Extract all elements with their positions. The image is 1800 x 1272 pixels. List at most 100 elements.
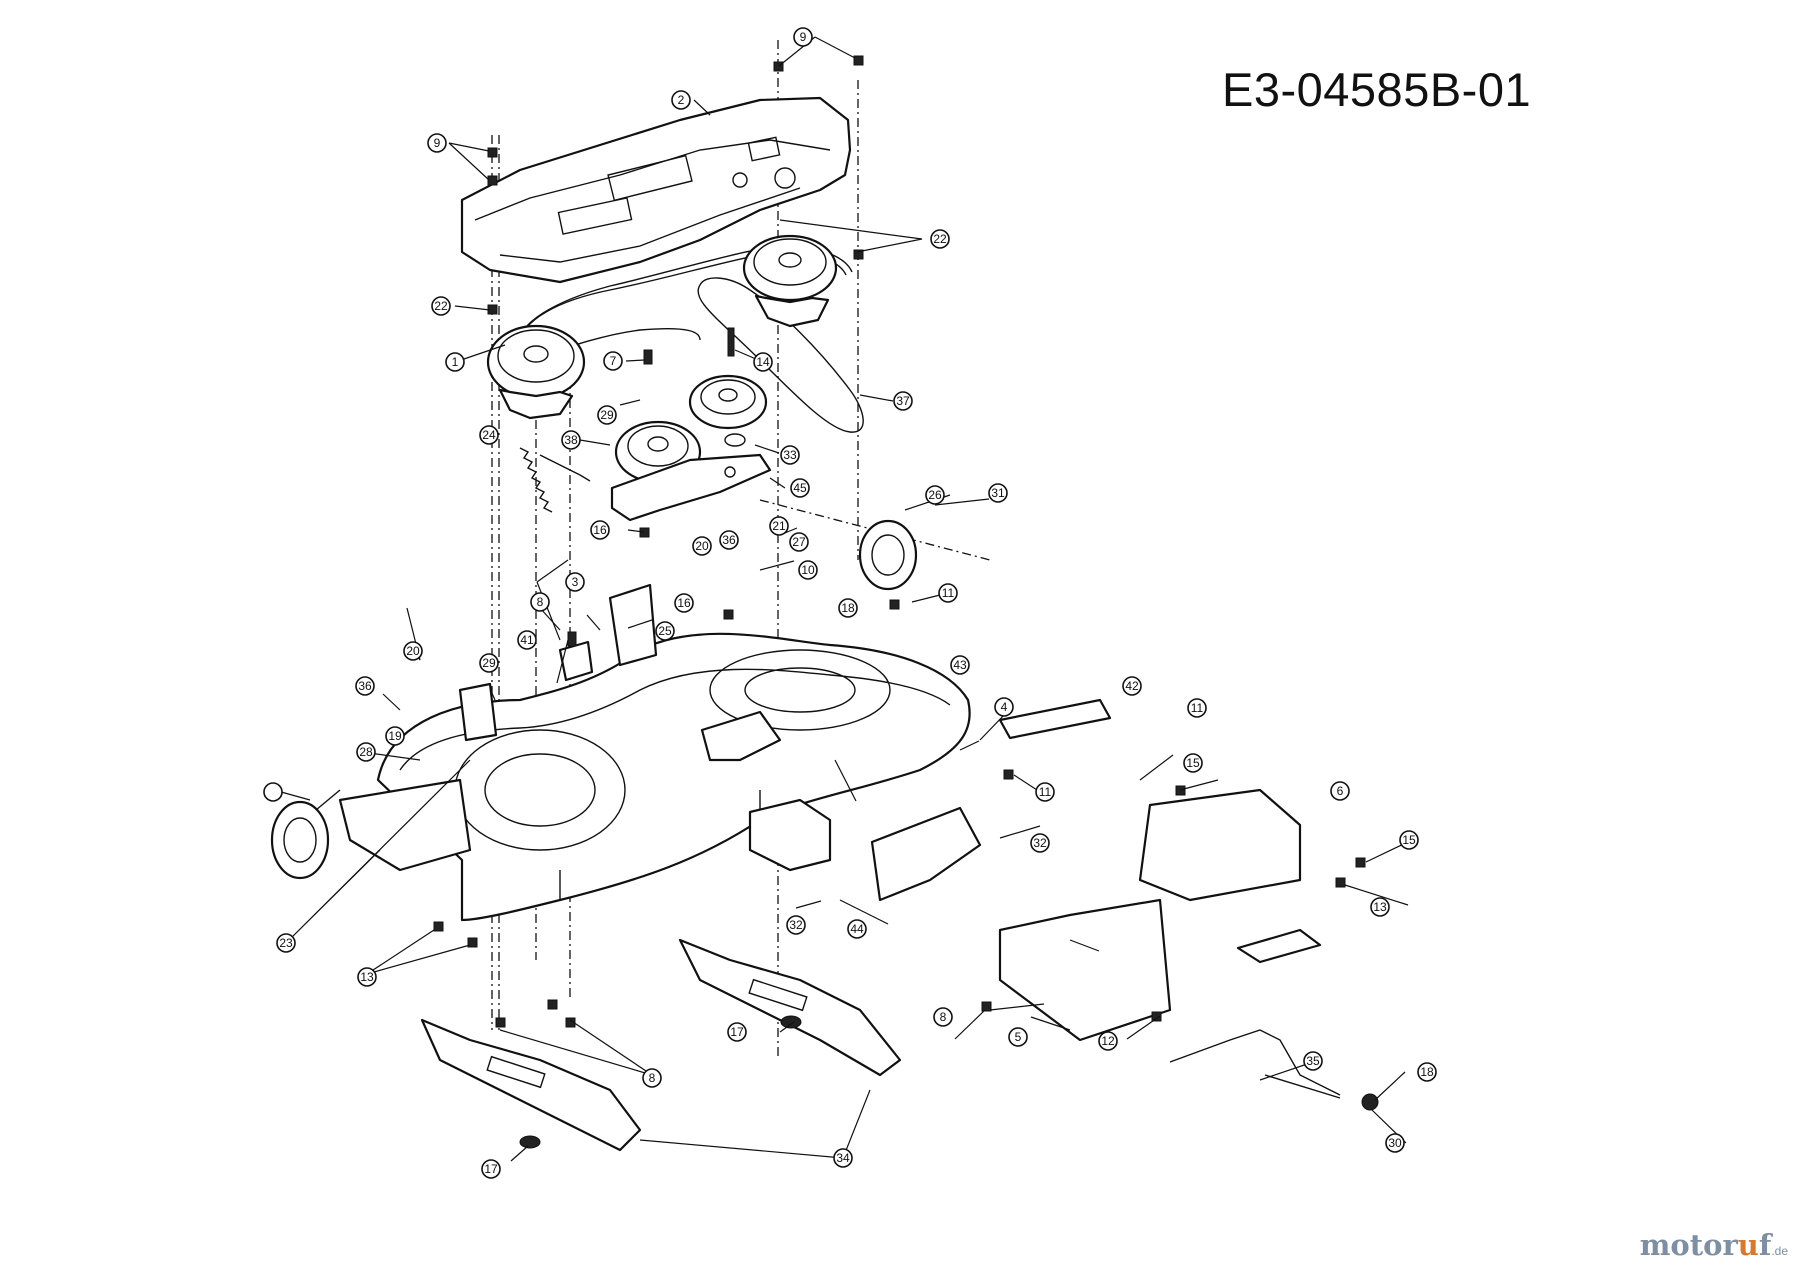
svg-text:8: 8: [537, 595, 544, 609]
svg-text:34: 34: [836, 1151, 850, 1165]
callout-15-top: 15: [1183, 753, 1203, 773]
callout-13-right: 13: [1370, 897, 1390, 917]
callout-28: 28: [356, 742, 376, 762]
callout-11-top: 11: [938, 583, 958, 603]
svg-text:11: 11: [1191, 701, 1204, 715]
callout-22-left: 22: [431, 296, 451, 316]
svg-text:15: 15: [1186, 756, 1200, 770]
callout-37: 37: [893, 391, 913, 411]
svg-text:16: 16: [677, 596, 691, 610]
right-spindle-pulley: [742, 234, 838, 328]
callout-9-left: 9: [427, 133, 447, 153]
callout-17-right: 17: [727, 1022, 747, 1042]
callout-45: [263, 782, 283, 802]
svg-text:27: 27: [792, 535, 806, 549]
callout-11-right: 11: [1187, 698, 1207, 718]
svg-text:4: 4: [1001, 700, 1008, 714]
svg-text:29: 29: [600, 408, 614, 422]
callout-27: 27: [789, 532, 809, 552]
callout-15-right: 15: [1399, 830, 1419, 850]
callout-6: 6: [1330, 781, 1350, 801]
callout-33: 33: [780, 445, 800, 465]
svg-text:33: 33: [783, 448, 797, 462]
deck-brackets: [458, 583, 1322, 1042]
svg-text:43: 43: [953, 658, 967, 672]
hardware-bolts-nuts: [433, 55, 1379, 1149]
gauge-wheels: [270, 519, 918, 880]
svg-text:8: 8: [940, 1010, 947, 1024]
svg-text:44: 44: [850, 922, 864, 936]
callout-16-center: 16: [674, 593, 694, 613]
callout-24: 24: [479, 425, 499, 445]
deck-housing: [338, 632, 971, 922]
callout-16-top: 16: [590, 520, 610, 540]
callout-22-right: 22: [930, 229, 950, 249]
svg-text:11: 11: [1039, 785, 1052, 799]
svg-text:17: 17: [730, 1025, 744, 1039]
svg-text:3: 3: [572, 575, 579, 589]
callout-8-right: 8: [933, 1007, 953, 1027]
tension-spring: [519, 447, 591, 513]
callout-32-left: 32: [786, 915, 806, 935]
svg-text:42: 42: [1125, 679, 1139, 693]
callout-34: 34: [833, 1148, 853, 1168]
svg-text:15: 15: [1402, 833, 1416, 847]
svg-text:5: 5: [1015, 1030, 1022, 1044]
callout-26-top: 26: [925, 485, 945, 505]
callout-20-left: 20: [403, 641, 423, 661]
svg-text:22: 22: [434, 299, 448, 313]
svg-text:36: 36: [358, 679, 372, 693]
callout-20-top: 20: [692, 536, 712, 556]
svg-text:41: 41: [520, 633, 534, 647]
callout-31: 31: [988, 483, 1008, 503]
callout-21: 21: [769, 516, 789, 536]
svg-text:36: 36: [722, 533, 736, 547]
callout-32-right: 32: [1030, 833, 1050, 853]
callout-29-left: 29: [479, 653, 499, 673]
callout-2: 2: [671, 90, 691, 110]
svg-text:29: 29: [482, 656, 496, 670]
svg-text:25: 25: [658, 624, 672, 638]
svg-text:32: 32: [1033, 836, 1047, 850]
callout-23: 23: [276, 933, 296, 953]
svg-text:26: 26: [928, 488, 942, 502]
svg-text:14: 14: [756, 355, 770, 369]
callout-18-center: 18: [838, 598, 858, 618]
svg-text:22: 22: [933, 232, 947, 246]
svg-text:35: 35: [1306, 1054, 1320, 1068]
svg-text:18: 18: [1420, 1065, 1434, 1079]
svg-text:21: 21: [772, 519, 786, 533]
svg-text:20: 20: [406, 644, 420, 658]
callout-5: 5: [1008, 1027, 1028, 1047]
callout-10: 10: [798, 560, 818, 580]
deck-cover: [460, 96, 852, 284]
svg-text:20: 20: [695, 539, 709, 553]
callout-1: 1: [445, 352, 465, 372]
callout-42: 43: [950, 655, 970, 675]
left-spindle-pulley: [486, 324, 586, 420]
svg-text:31: 31: [991, 486, 1005, 500]
svg-text:24: 24: [482, 428, 496, 442]
svg-text:1: 1: [452, 355, 459, 369]
svg-text:9: 9: [434, 136, 441, 150]
svg-text:13: 13: [360, 970, 374, 984]
callout-8-top: 8: [530, 592, 550, 612]
shaft-rod: [1169, 1029, 1341, 1099]
callout-11-mid: 11: [1035, 782, 1055, 802]
svg-text:17: 17: [484, 1162, 498, 1176]
callout-29-top: 29: [597, 405, 617, 425]
svg-text:23: 23: [279, 936, 293, 950]
callout-3: 3: [565, 572, 585, 592]
callouts: 1 2 9 9 22 22 7 14 37 29 24 38 33 45 26 …: [263, 27, 1437, 1179]
idler-bracket: [610, 453, 772, 522]
svg-text:38: 38: [564, 433, 578, 447]
svg-text:32: 32: [789, 918, 803, 932]
callout-18-right: 18: [1417, 1062, 1437, 1082]
callout-30: 30: [1385, 1133, 1405, 1153]
callout-7: 7: [603, 351, 623, 371]
svg-text:12: 12: [1101, 1034, 1115, 1048]
watermark-logo: motoruf.de: [1639, 1228, 1788, 1262]
callout-17-left: 17: [481, 1159, 501, 1179]
svg-text:19: 19: [388, 729, 402, 743]
